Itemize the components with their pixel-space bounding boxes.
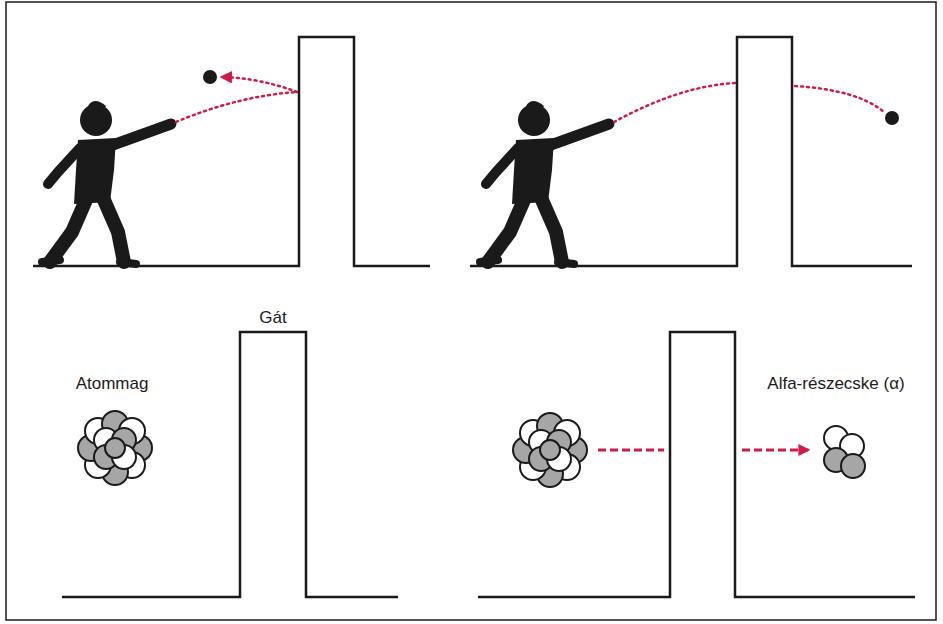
ball-tunnel-panel <box>470 37 912 266</box>
alpha-decay-panel <box>478 332 915 597</box>
nucleus-panel <box>62 332 398 597</box>
barrier-label: Gát <box>259 308 286 328</box>
ball-reflect-panel <box>33 37 430 266</box>
frame <box>6 2 936 620</box>
nucleus-label: Atommag <box>76 374 149 394</box>
particle-label: Alfa-részecske (α) <box>767 374 904 394</box>
